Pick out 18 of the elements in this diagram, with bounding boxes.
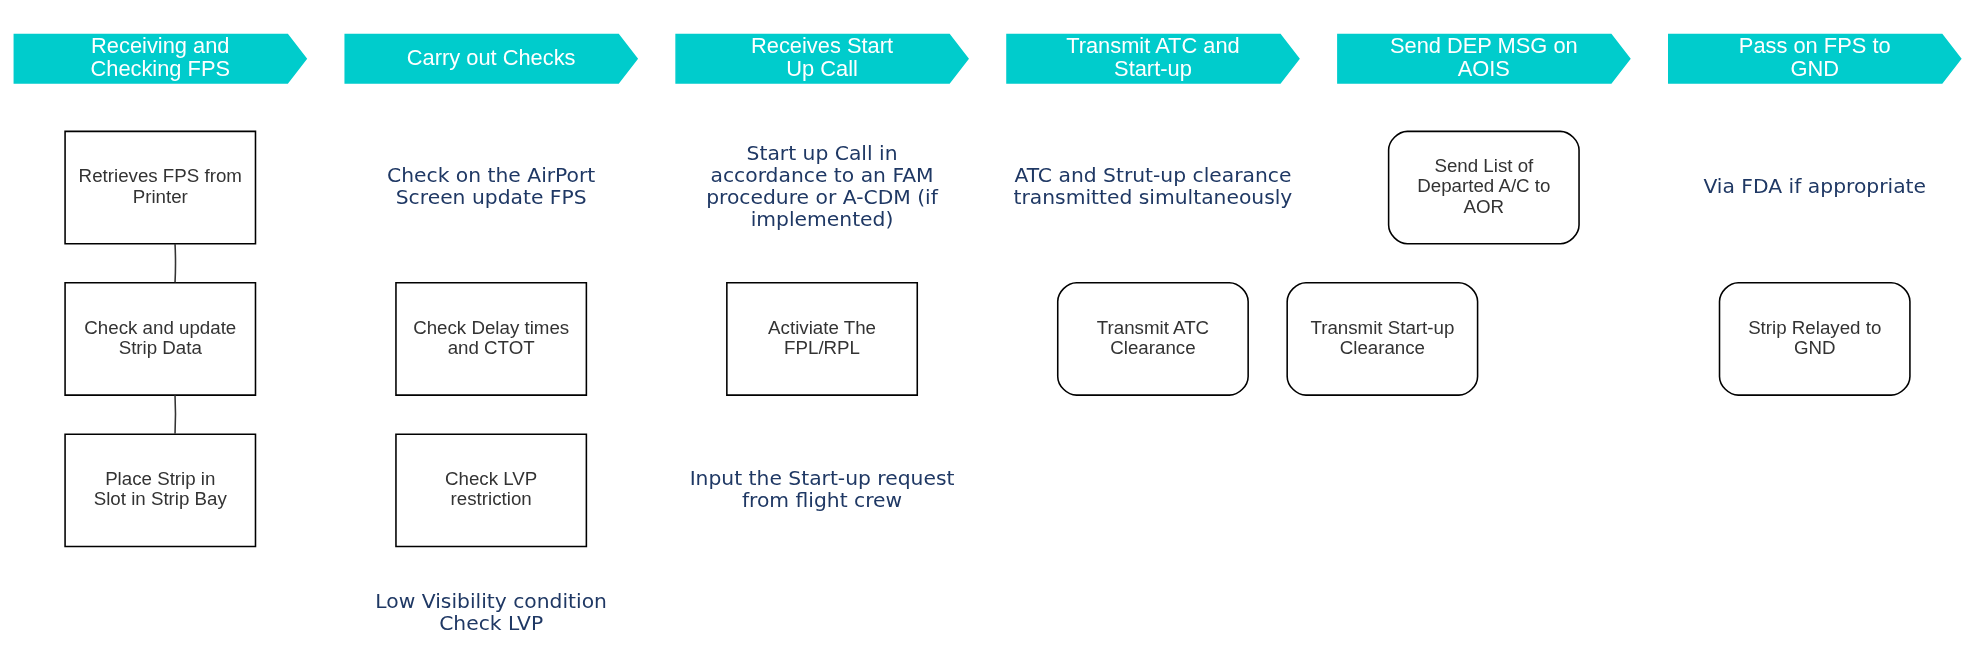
node-box: Transmit Start-up Clearance bbox=[1286, 282, 1479, 396]
connector bbox=[174, 243, 177, 284]
node-box: Strip Relayed to GND bbox=[1718, 282, 1911, 396]
node-box: Check Delay times and CTOT bbox=[395, 282, 588, 396]
node-box: Transmit ATC Clearance bbox=[1056, 282, 1249, 396]
label: Via FDA if appropriate bbox=[1703, 173, 1927, 198]
label: Low Visibility condition Check LVP bbox=[375, 589, 607, 635]
node-box: Place Strip in Slot in Strip Bay bbox=[64, 433, 257, 548]
label: Start up Call in accordance to an FAM procedure or A-CDM (if implemented) bbox=[706, 141, 938, 231]
node-box: Send List of Departed A/C to AOR bbox=[1387, 130, 1580, 245]
node-box: Activiate The FPL/RPL bbox=[726, 282, 919, 396]
node-box: Check and update Strip Data bbox=[64, 282, 257, 396]
connector bbox=[174, 394, 177, 435]
label: ATC and Strut-up clearance transmitted simultaneously bbox=[1013, 162, 1293, 209]
label: Input the Start-up request from flight crew bbox=[689, 465, 955, 512]
node-box: Check LVP restriction bbox=[395, 433, 588, 548]
node-box: Retrieves FPS from Printer bbox=[64, 130, 257, 245]
label: Check on the AirPort Screen update FPS bbox=[387, 162, 596, 209]
